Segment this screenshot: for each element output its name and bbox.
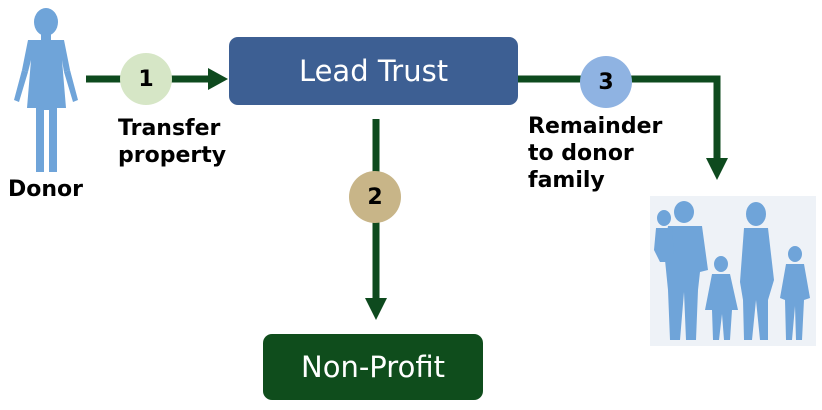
step-3-label-line: Remainder — [528, 114, 663, 139]
donor-label: Donor — [8, 177, 84, 202]
arrow-head-family — [706, 158, 728, 180]
step-3-circle: 3 — [580, 56, 632, 108]
lead-trust-box: Lead Trust — [229, 37, 518, 105]
step-1-label-line: property — [118, 143, 227, 168]
arrow-head-nonprofit — [365, 298, 387, 320]
step-3-number: 3 — [598, 69, 614, 95]
step-3-label-line: to donor — [528, 141, 634, 166]
arrow-head-trust — [208, 68, 228, 90]
step-2-number: 2 — [367, 184, 383, 210]
step-1-label-line: Transfer — [118, 116, 221, 141]
step-3-label-line: family — [528, 168, 605, 193]
step-2-circle: 2 — [349, 171, 401, 223]
step-3-label: Remainder to donor family — [528, 113, 662, 194]
step-1-circle: 1 — [120, 53, 172, 105]
non-profit-box: Non-Profit — [263, 334, 483, 400]
step-1-number: 1 — [138, 66, 154, 92]
step-1-label: Transfer property — [118, 115, 226, 169]
